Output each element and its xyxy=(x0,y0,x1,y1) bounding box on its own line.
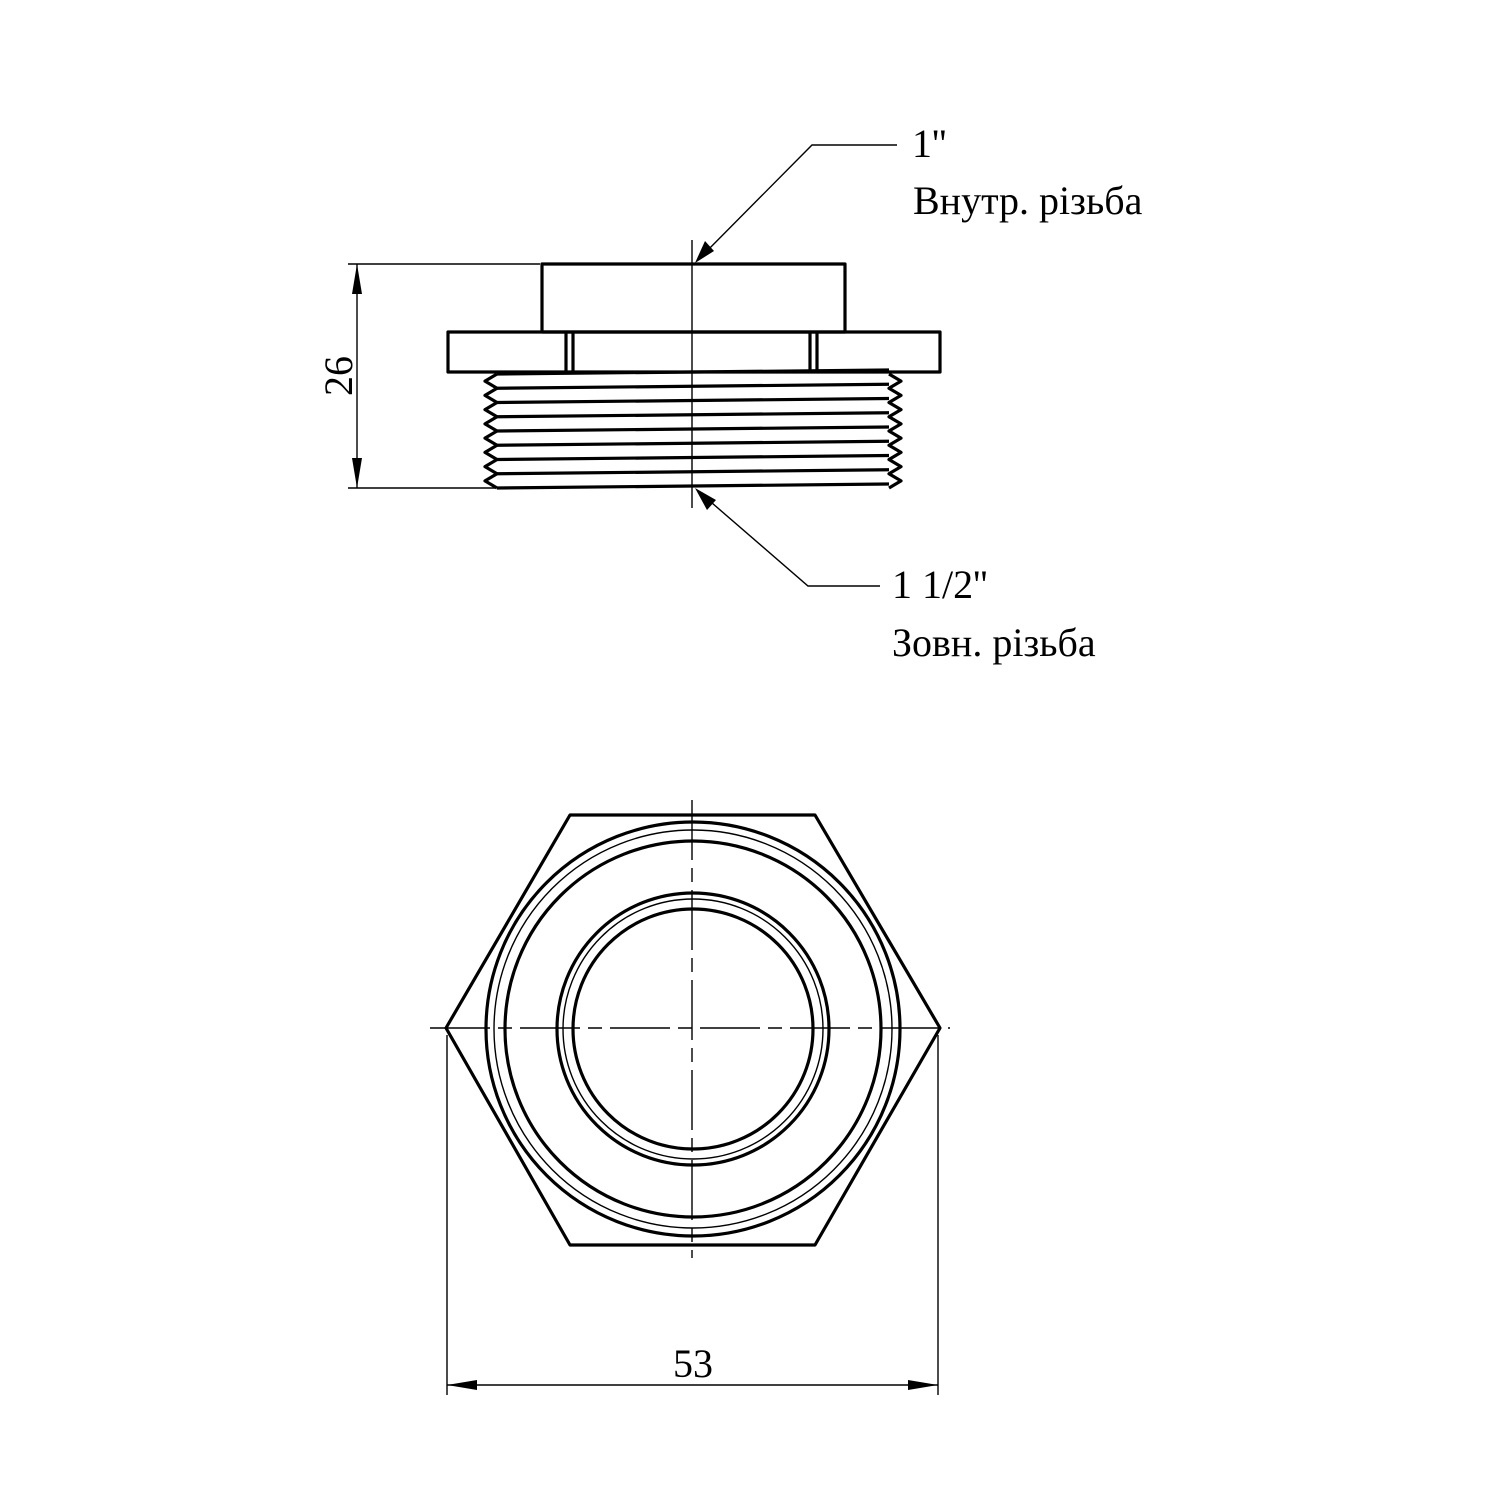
inner-thread-leader: 1'' Внутр. різьба xyxy=(695,121,1143,263)
side-view xyxy=(446,240,942,508)
hex-flange xyxy=(446,330,942,374)
width-dimension-label: 53 xyxy=(673,1341,713,1386)
height-dimension: 26 xyxy=(316,263,540,489)
hex-outline xyxy=(444,813,942,1247)
external-thread xyxy=(483,368,903,490)
inner-thread-label: Внутр. різьба xyxy=(913,178,1143,223)
outer-size-label: 1 1/2'' xyxy=(892,562,988,607)
flange-grooves xyxy=(564,332,819,372)
inner-thread-circle xyxy=(555,891,831,1167)
top-collar xyxy=(540,262,847,334)
width-dimension: 53 xyxy=(446,1035,939,1395)
outer-thread-circle xyxy=(484,820,902,1238)
height-dimension-label: 26 xyxy=(316,356,361,396)
outer-thread-leader: 1 1/2'' Зовн. різьба xyxy=(695,488,1096,665)
front-view xyxy=(430,800,950,1258)
inner-size-label: 1'' xyxy=(912,121,946,166)
outer-thread-label: Зовн. різьба xyxy=(892,620,1096,665)
